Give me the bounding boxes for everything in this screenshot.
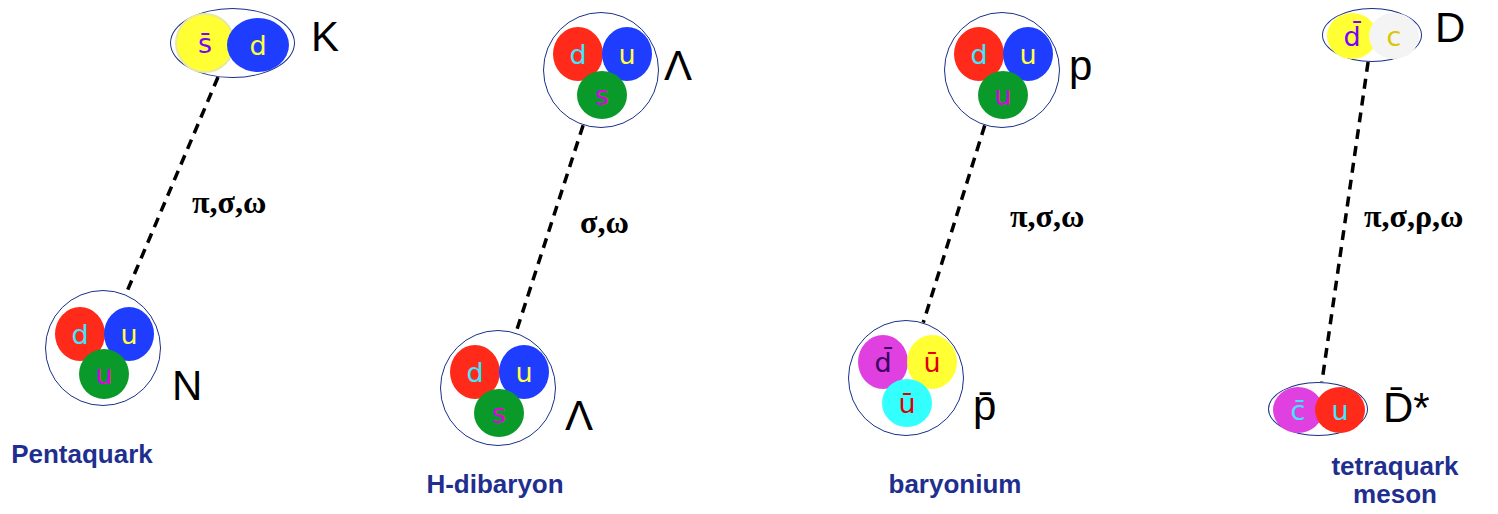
quark-blob: u — [1315, 387, 1365, 433]
hadron-name: K — [311, 14, 339, 60]
quark-letter: u — [1331, 397, 1348, 424]
exchange-line — [516, 125, 583, 333]
quark-letter: d — [466, 359, 483, 386]
quark-blob: s — [474, 389, 524, 437]
baryon-circle: p̄d̄ūū — [848, 320, 964, 436]
quark-letter: d̄ — [1343, 23, 1360, 50]
baryon-circle: Λdus — [440, 330, 556, 446]
quark-letter: d — [71, 321, 88, 348]
quark-blob: d — [227, 18, 289, 72]
meson-exchange-label: π,σ,ω — [190, 184, 268, 221]
quark-letter: d — [569, 41, 586, 68]
quark-letter: c — [1387, 23, 1402, 50]
hadron-name: D — [1435, 5, 1465, 51]
hadron-name: Λ — [664, 43, 692, 89]
meson-outline: D̄*c̄u — [1268, 382, 1368, 436]
hadron-name: p̄ — [973, 383, 996, 429]
quark-letter: d̄ — [874, 349, 891, 376]
quark-letter: s̄ — [198, 30, 212, 57]
hadron-name: p — [1069, 43, 1092, 89]
quark-letter: ū — [923, 349, 940, 376]
state-caption: Pentaquark — [0, 440, 167, 468]
baryon-circle: pduu — [944, 12, 1060, 128]
hadron-name: Λ — [565, 393, 593, 439]
quark-letter: u — [618, 41, 635, 68]
quark-letter: s — [595, 82, 609, 109]
state-caption: baryonium — [870, 470, 1040, 498]
quark-blob: s̄ — [175, 13, 235, 73]
meson-outline: Ks̄d — [170, 8, 295, 78]
quark-letter: u — [515, 359, 532, 386]
meson-exchange-label: π,σ,ω — [1008, 198, 1086, 235]
quark-letter: c̄ — [1291, 397, 1306, 424]
meson-outline: Dd̄c — [1322, 8, 1422, 62]
hadron-name: D̄* — [1383, 385, 1430, 431]
hadron-name: N — [172, 363, 202, 409]
quark-letter: s — [492, 400, 506, 427]
state-caption: H-dibaryon — [410, 470, 580, 498]
quark-blob: ū — [882, 379, 932, 427]
quark-blob: c — [1369, 13, 1419, 59]
baryon-circle: Λdus — [543, 12, 659, 128]
quark-blob: u — [79, 349, 129, 399]
exchange-line — [923, 125, 984, 322]
meson-exchange-label: σ,ω — [578, 204, 631, 241]
quark-letter: u — [994, 82, 1011, 109]
quark-blob: u — [978, 71, 1028, 119]
state-caption: tetraquark meson — [1320, 452, 1470, 508]
quark-letter: d — [970, 41, 987, 68]
quark-letter: u — [95, 361, 112, 388]
quark-letter: d — [249, 32, 266, 59]
baryon-circle: Nduu — [45, 290, 161, 406]
quark-letter: ū — [898, 390, 915, 417]
quark-letter: u — [120, 321, 137, 348]
quark-blob: s — [577, 71, 627, 119]
meson-exchange-label: π,σ,ρ,ω — [1362, 198, 1465, 235]
quark-letter: u — [1019, 41, 1036, 68]
